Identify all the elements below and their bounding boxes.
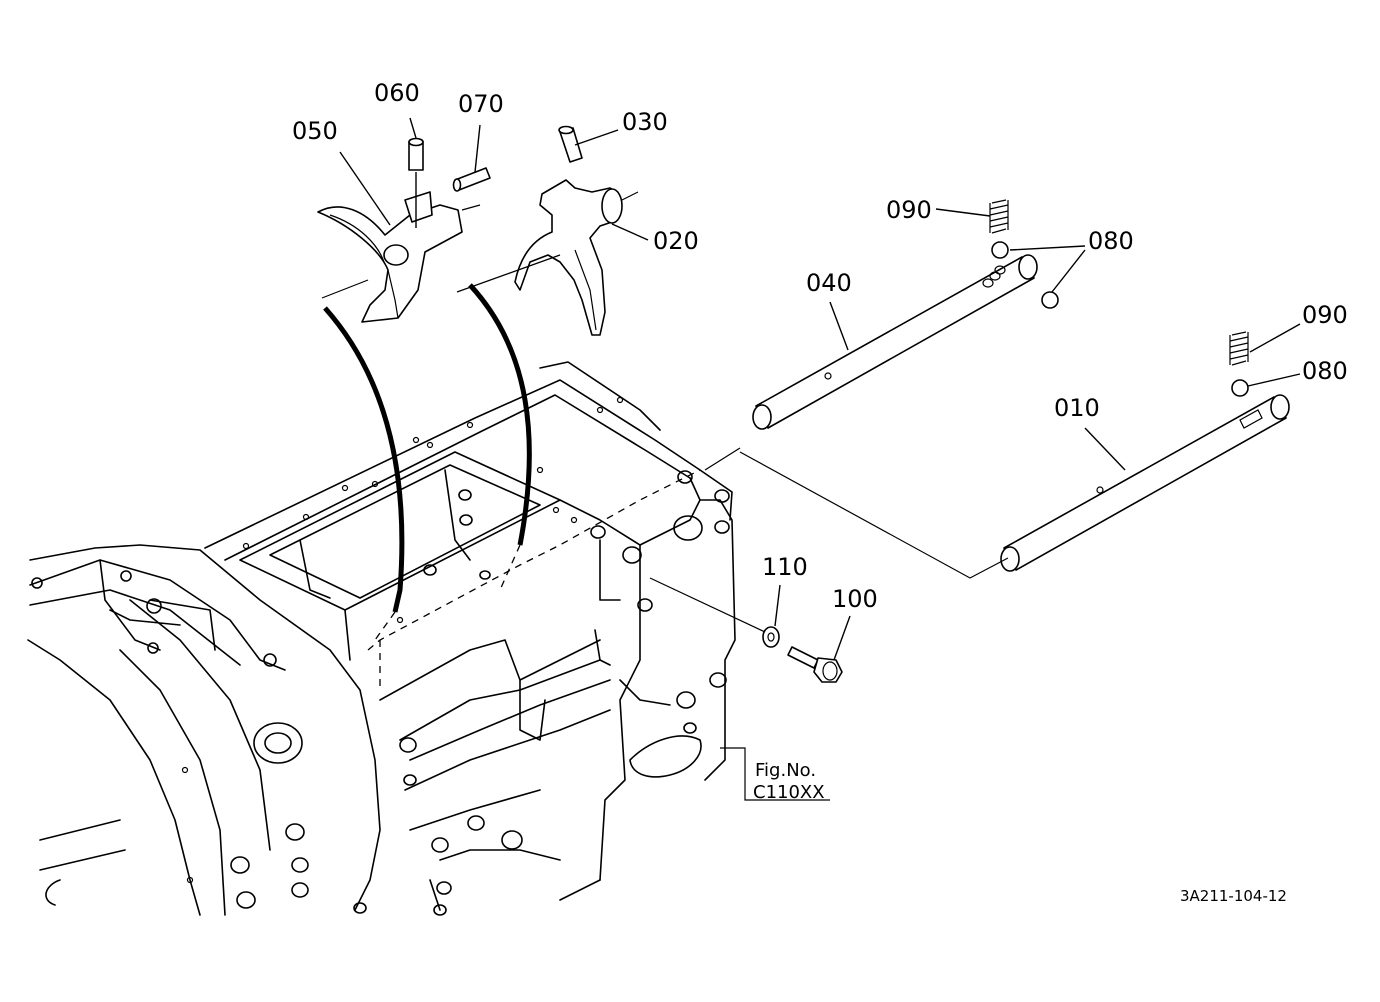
- drawing-number: 3A211-104-12: [1180, 887, 1287, 905]
- ball-080-right: [1231, 379, 1249, 397]
- shift-rod-010: [1000, 394, 1290, 572]
- ball-080-upper: [991, 241, 1009, 259]
- assembly-arrow-020: [468, 283, 532, 546]
- ball-080-lower: [1041, 291, 1059, 309]
- callout-090-upper: 090: [886, 196, 932, 224]
- figure-ref-number: C110XX: [753, 782, 825, 803]
- callout-010: 010: [1054, 394, 1100, 422]
- spring-pin-030: [558, 125, 583, 163]
- callout-leaders: [339, 117, 1301, 661]
- assembly-lines: [321, 254, 1009, 801]
- washer-110: [762, 626, 780, 648]
- callout-090-lower: 090: [1302, 301, 1348, 329]
- callout-080-upper: 080: [1088, 227, 1134, 255]
- spring-pin-060: [408, 137, 424, 171]
- figure-ref-label: Fig.No.: [755, 760, 816, 781]
- transmission-case: [27, 361, 736, 916]
- callout-100: 100: [832, 585, 878, 613]
- shift-fork-020: [514, 179, 639, 336]
- callout-060: 060: [374, 79, 420, 107]
- callout-020: 020: [653, 227, 699, 255]
- callout-110: 110: [762, 553, 808, 581]
- shift-rod-040: [752, 254, 1038, 430]
- assembly-arrow-050: [323, 306, 405, 613]
- callout-070: 070: [458, 90, 504, 118]
- spring-pin-070: [452, 167, 491, 192]
- spring-090-upper: [989, 199, 1009, 234]
- shift-fork-050: [317, 191, 481, 323]
- callout-030: 030: [622, 108, 668, 136]
- bolt-100: [787, 646, 843, 683]
- callout-050: 050: [292, 117, 338, 145]
- callout-080-lower: 080: [1302, 357, 1348, 385]
- spring-090-lower: [1229, 331, 1249, 366]
- callout-040: 040: [806, 269, 852, 297]
